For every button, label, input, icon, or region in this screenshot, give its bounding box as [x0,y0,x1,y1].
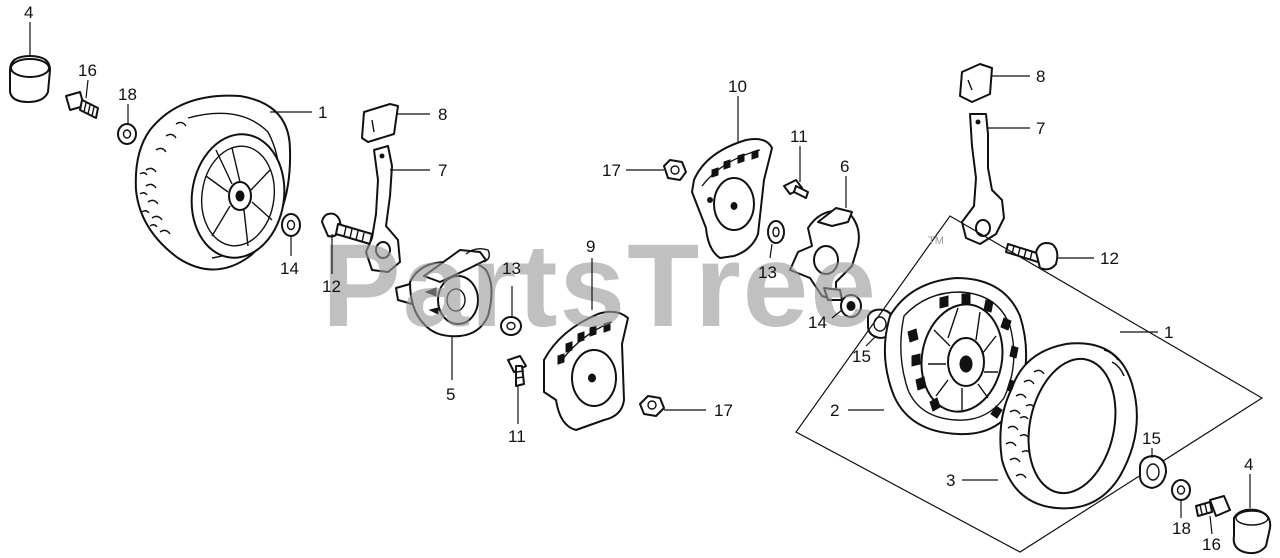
gear-housing-part[interactable] [395,247,493,338]
wheel-bolt-part[interactable] [65,91,99,119]
callout-number: 17 [714,401,733,420]
callout-number: 18 [1172,519,1191,538]
bolt-part[interactable] [321,212,373,245]
cover-plate-part[interactable] [543,310,629,431]
watermark-text: PartsTree [322,220,878,352]
hub-cap-part[interactable] [1232,508,1272,555]
lever-cap-part[interactable] [361,103,399,143]
callout-number: 17 [602,161,621,180]
washer-part[interactable] [500,316,522,336]
callout-number: 7 [1036,119,1045,138]
callout-number: 13 [502,259,521,278]
washer-part[interactable] [117,123,137,145]
tire-part[interactable] [999,342,1138,510]
callout-number: 8 [438,105,447,124]
callout-number: 1 [1164,323,1173,342]
callout-number: 2 [830,401,839,420]
spacer-part[interactable] [840,294,862,318]
nut-part[interactable] [663,159,687,181]
bracket-plate-part[interactable] [691,138,773,259]
washer-part[interactable] [1171,479,1191,501]
washer-part[interactable] [767,220,785,244]
callout-number: 14 [808,313,827,332]
washer-part[interactable] [281,213,301,237]
bolt-part[interactable] [783,179,809,199]
watermark-trademark: TM [928,235,944,247]
nut-part[interactable] [639,395,665,417]
leader-lines [29,22,1251,535]
callout-number: 10 [728,77,747,96]
callout-number: 14 [280,259,299,278]
callout-number: 12 [322,277,341,296]
callout-number: 1 [318,103,327,122]
callout-number: 3 [946,471,955,490]
callout-number: 9 [586,237,595,256]
callout-number: 5 [446,385,455,404]
height-lever-part[interactable] [961,113,1005,245]
latch-plate-part[interactable] [789,207,860,301]
wheel-bolt-part[interactable] [1195,495,1231,517]
callout-number: 16 [1202,535,1221,554]
bearing-part[interactable] [1139,455,1167,489]
callout-number: 16 [78,61,97,80]
left-wheel-part[interactable] [134,94,292,271]
callout-number: 4 [24,3,33,22]
wheel-rim-part[interactable] [883,277,1028,436]
callout-number: 11 [508,427,526,446]
height-lever-part[interactable] [365,145,401,273]
callout-number: 8 [1036,67,1045,86]
callout-number: 18 [118,85,137,104]
bolt-part[interactable] [507,355,527,387]
hub-cap-part[interactable] [9,55,51,103]
callout-number: 12 [1100,249,1119,268]
callout-number: 15 [852,347,871,366]
callout-number: 7 [438,161,447,180]
callout-number: 11 [790,127,808,146]
callout-number: 6 [840,157,849,176]
callout-number: 4 [1244,455,1253,474]
bolt-part[interactable] [1005,242,1059,271]
lever-cap-part[interactable] [959,63,993,103]
callout-number: 13 [758,263,777,282]
callout-number: 15 [1142,429,1161,448]
exploded-view-outline [795,215,1264,553]
